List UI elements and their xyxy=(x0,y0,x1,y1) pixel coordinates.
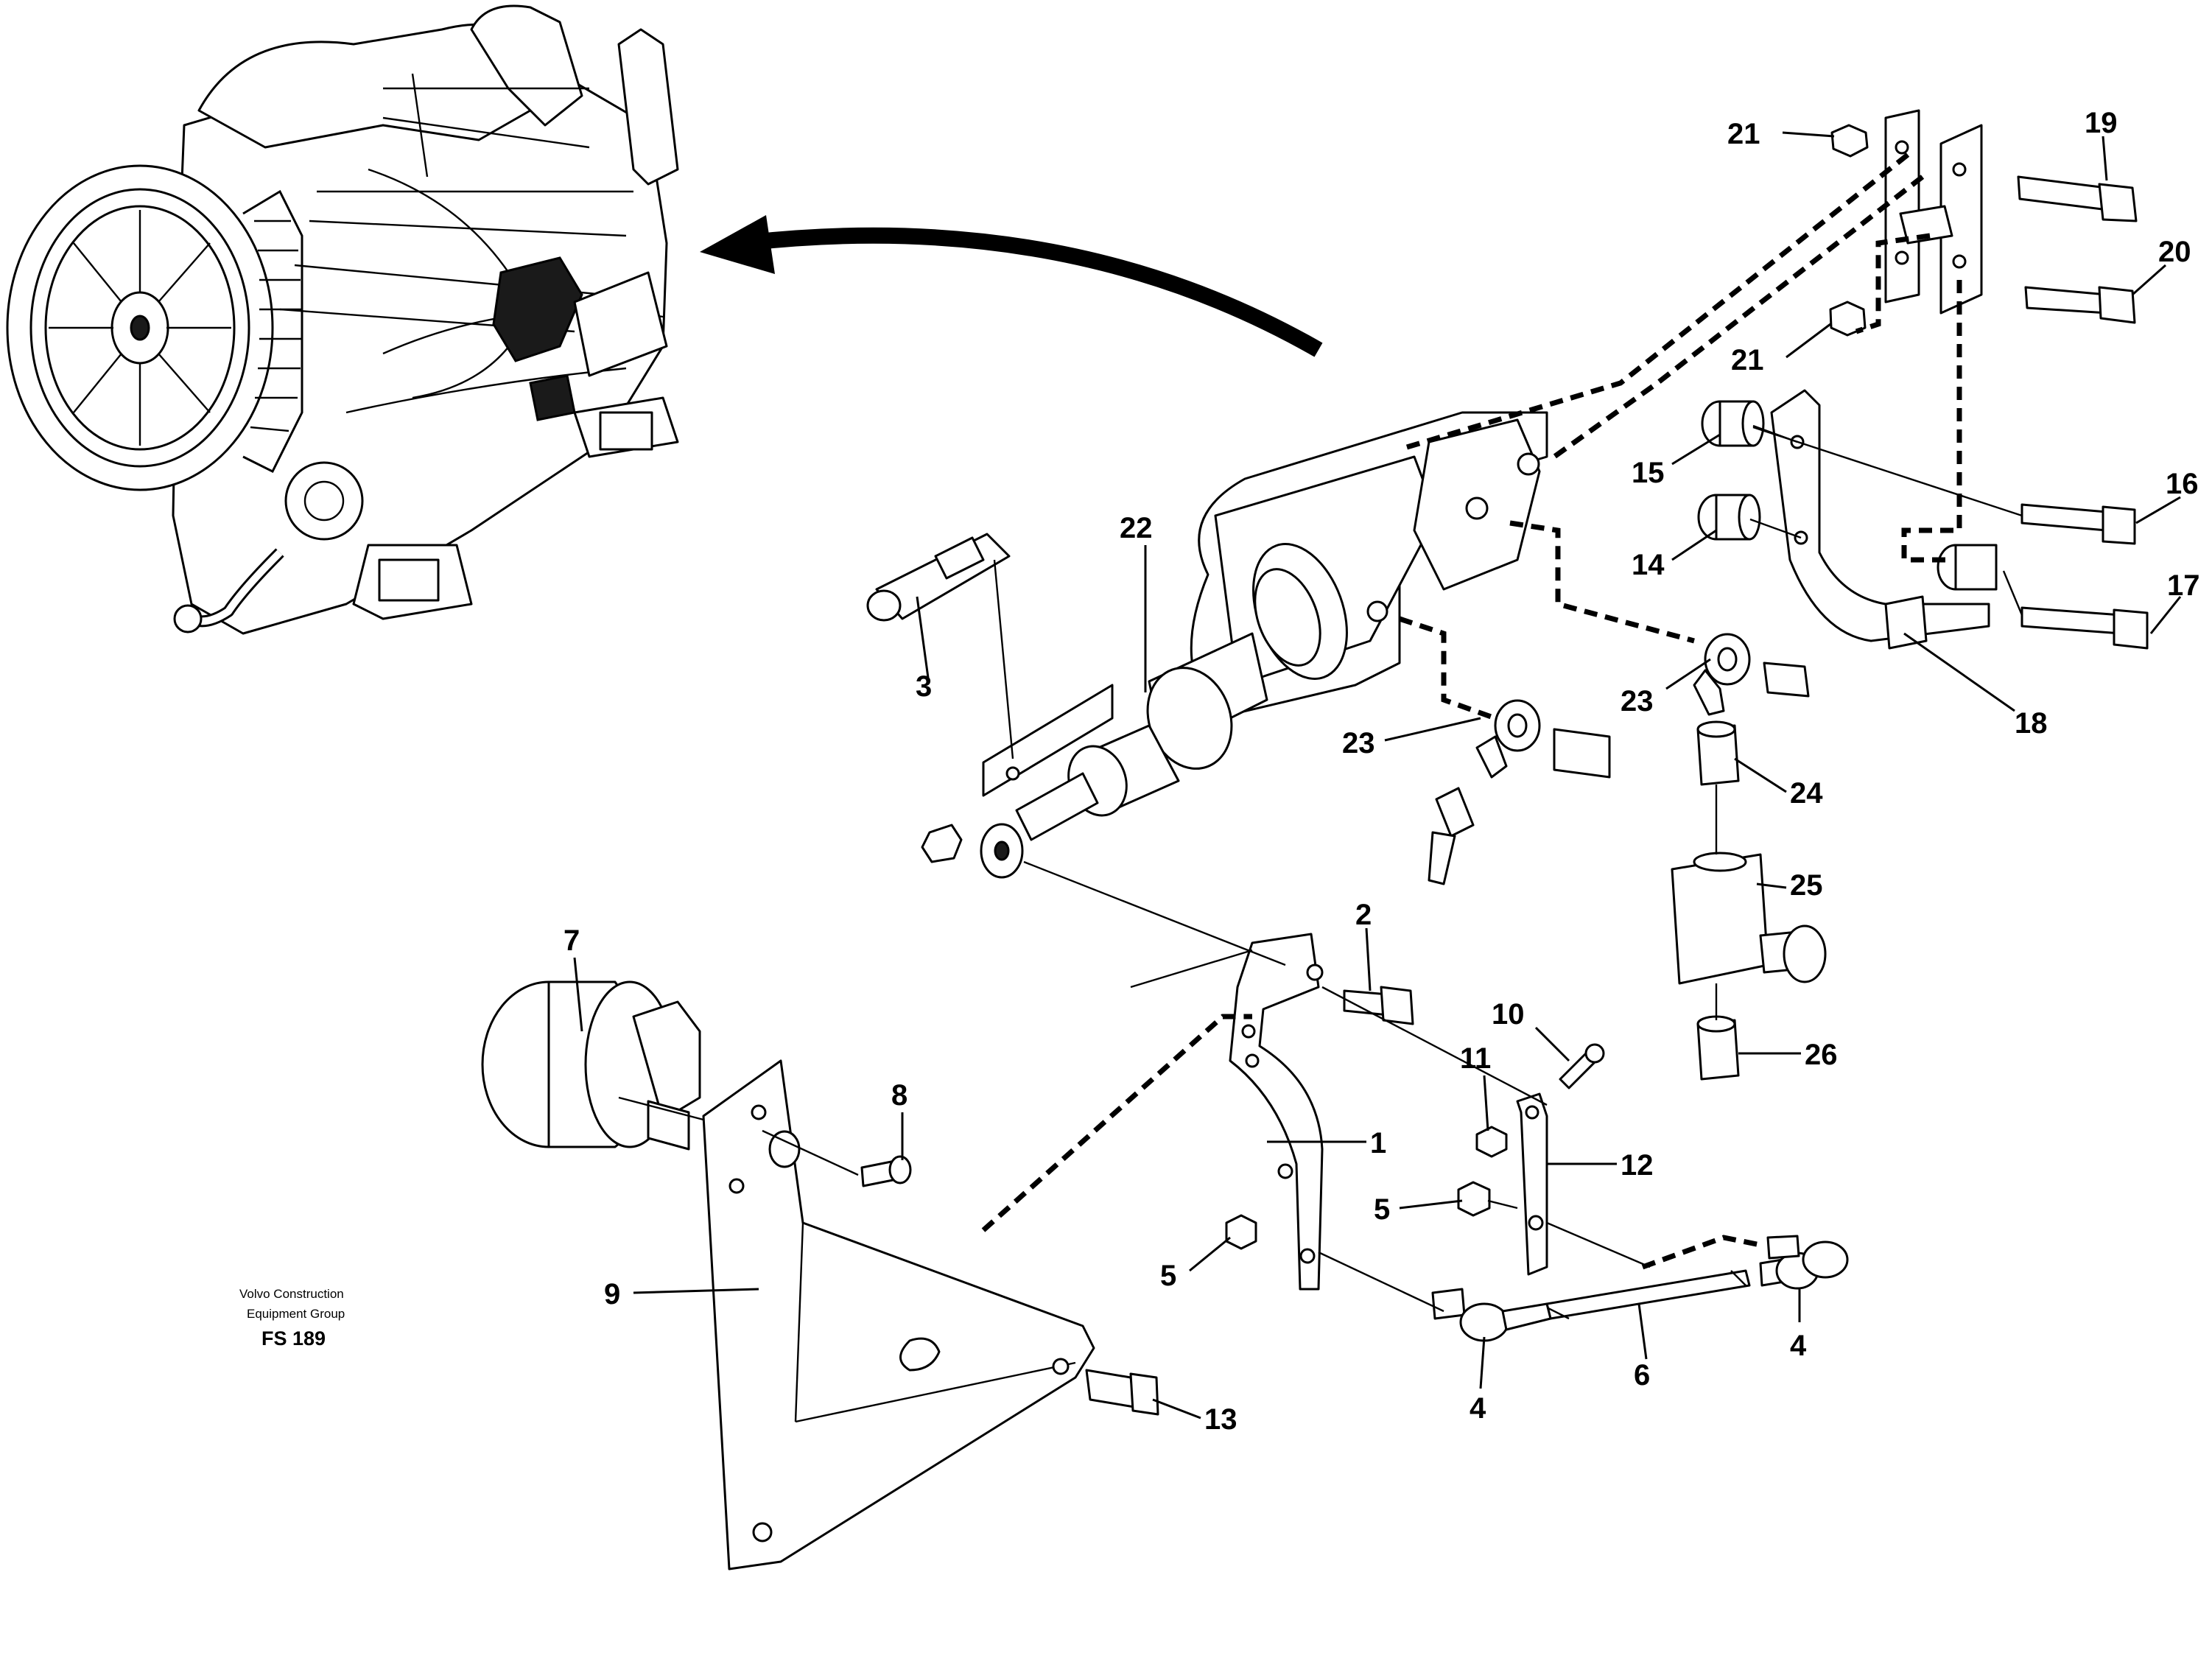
callout-15: 15 xyxy=(1632,457,1665,489)
credit-group: Equipment Group xyxy=(247,1307,345,1321)
location-arrow xyxy=(700,215,1323,357)
hydraulic-fittings xyxy=(1428,633,1827,1081)
pin-3 xyxy=(866,533,1014,759)
sensor-7 xyxy=(481,980,701,1151)
callout-16: 16 xyxy=(2166,468,2199,500)
leader-lines xyxy=(573,131,2182,1419)
bracket-9 xyxy=(702,1059,1159,1570)
callout-23: 23 xyxy=(1342,727,1375,759)
bracket-18 xyxy=(1697,389,2149,650)
callout-23: 23 xyxy=(1621,685,1654,717)
alignment-lines xyxy=(618,424,2023,1313)
engine-illustration xyxy=(6,4,679,635)
callout-5: 5 xyxy=(1374,1193,1390,1226)
figure-code: FS 189 xyxy=(261,1327,326,1350)
callout-10: 10 xyxy=(1492,998,1525,1031)
cylinder-22 xyxy=(921,411,1548,879)
callout-labels: 21 19 20 21 15 16 14 17 18 22 3 23 23 24… xyxy=(563,107,2200,1436)
callout-4: 4 xyxy=(1790,1330,1807,1362)
callout-11: 11 xyxy=(1460,1042,1491,1075)
assembly-dash-lines xyxy=(981,152,1962,1270)
callout-13: 13 xyxy=(1204,1403,1237,1436)
credit-block: Volvo Construction Equipment Group FS 18… xyxy=(239,1287,345,1350)
callout-17: 17 xyxy=(2167,569,2200,602)
link-rod-6 xyxy=(1431,1235,1849,1342)
callout-20: 20 xyxy=(2158,236,2191,268)
callout-21: 21 xyxy=(1731,344,1764,376)
callout-19: 19 xyxy=(2085,107,2118,139)
callout-22: 22 xyxy=(1120,512,1153,544)
callout-3: 3 xyxy=(916,670,932,703)
callout-21: 21 xyxy=(1727,118,1760,150)
bracket-assembly-top xyxy=(1829,109,2138,337)
callout-24: 24 xyxy=(1790,777,1823,810)
callout-25: 25 xyxy=(1790,869,1823,902)
callout-26: 26 xyxy=(1805,1039,1838,1071)
lever-12 xyxy=(1225,1043,1605,1276)
callout-5: 5 xyxy=(1160,1260,1176,1292)
callout-4: 4 xyxy=(1470,1392,1486,1425)
callout-14: 14 xyxy=(1632,549,1665,581)
callout-9: 9 xyxy=(604,1278,620,1310)
callout-6: 6 xyxy=(1634,1359,1650,1391)
callout-7: 7 xyxy=(563,924,580,957)
callout-2: 2 xyxy=(1355,899,1372,931)
callout-8: 8 xyxy=(891,1079,907,1112)
callout-12: 12 xyxy=(1621,1149,1654,1182)
callout-1: 1 xyxy=(1370,1127,1386,1159)
credit-company: Volvo Construction xyxy=(239,1287,344,1301)
lever-1 xyxy=(1229,933,1414,1291)
callout-18: 18 xyxy=(2015,707,2048,740)
